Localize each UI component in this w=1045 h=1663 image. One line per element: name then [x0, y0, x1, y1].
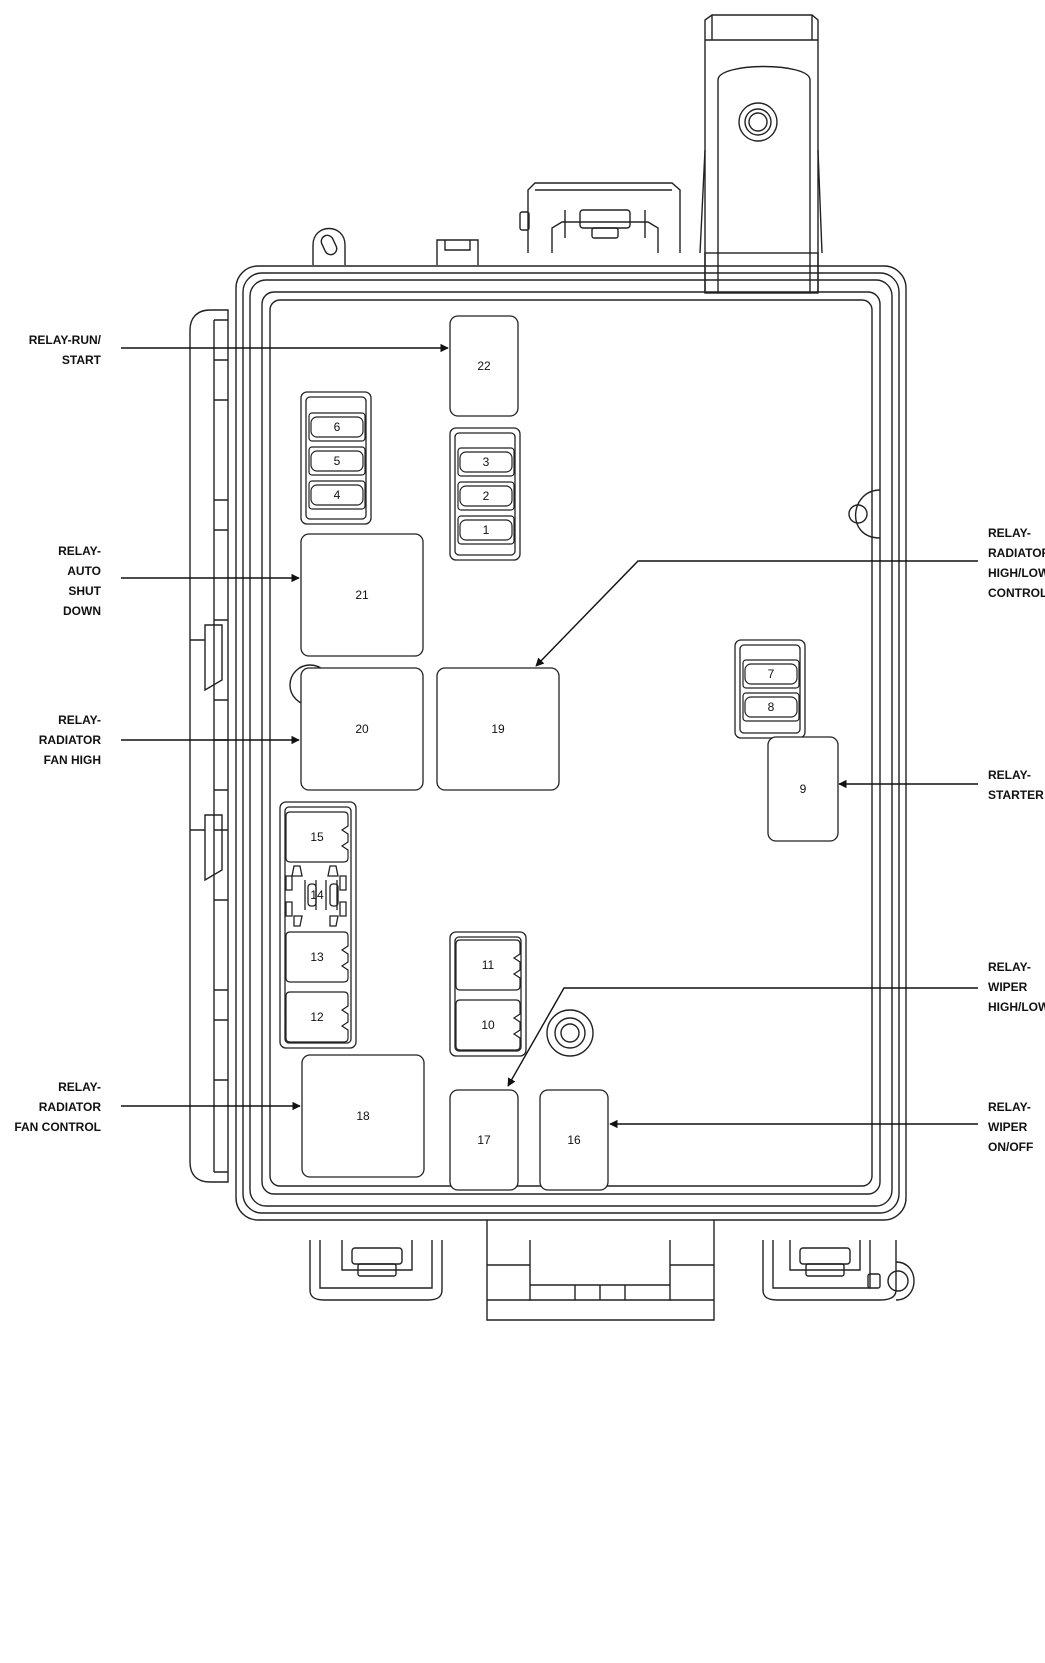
fuse-6: 6: [308, 412, 366, 442]
fuse-label: 2: [483, 489, 490, 503]
callout-line: RELAY-: [988, 1100, 1031, 1114]
fuse-5: 5: [308, 446, 366, 476]
fuse-label: 6: [334, 420, 341, 434]
relay-label: 17: [477, 1133, 491, 1147]
relay-18: 18: [301, 1054, 425, 1178]
callout-line: RADIATOR: [38, 733, 101, 747]
fuse-label: 4: [334, 488, 341, 502]
callout-line: HIGH/LOW: [988, 1000, 1045, 1014]
fuse-10: 10: [455, 999, 521, 1051]
fuse-label: 14: [310, 888, 324, 902]
fuse-4: 4: [308, 480, 366, 510]
fuse-13: 13: [285, 931, 349, 983]
callout-line: START: [61, 353, 101, 367]
mount-bolt-center: [546, 1009, 594, 1057]
housing-inner: [261, 291, 881, 1195]
mount-bolt-top: [738, 102, 778, 142]
relay-label: 21: [355, 588, 369, 602]
relay-9: 9: [767, 736, 839, 842]
relay-label: 22: [477, 359, 491, 373]
fuse-14: 14: [310, 888, 324, 902]
callout-relay-17: RELAY- WIPER HIGH/LOW: [988, 957, 1045, 1017]
relay-label: 16: [567, 1133, 581, 1147]
callout-line: RADIATOR: [988, 546, 1045, 560]
relay-21: 21: [300, 533, 424, 657]
top-strap: [704, 14, 819, 292]
callout-line: RELAY-: [988, 526, 1031, 540]
housing-outer: [235, 265, 907, 1221]
callout-line: CONTROL: [988, 586, 1045, 600]
fuse-label: 11: [482, 958, 495, 972]
fuse-label: 5: [334, 454, 341, 468]
fuse-label: 12: [310, 1010, 324, 1024]
fuse-label: 10: [481, 1018, 495, 1032]
fuse-label: 3: [483, 455, 490, 469]
leader-relay-19: [535, 560, 978, 667]
bottom-connector: [486, 1220, 715, 1321]
callout-line: RELAY-: [58, 713, 101, 727]
callout-line: STARTER: [988, 788, 1044, 802]
relay-20: 20: [300, 667, 424, 791]
bottom-tab-right: [762, 1240, 897, 1301]
callout-line: ON/OFF: [988, 1140, 1034, 1154]
callout-line: DOWN: [63, 604, 101, 618]
callout-line: WIPER: [988, 1120, 1028, 1134]
fuse-8: 8: [742, 692, 800, 722]
fuse-label: 1: [483, 523, 490, 537]
callout-line: FAN CONTROL: [14, 1120, 101, 1134]
fuse-1: 1: [457, 515, 515, 545]
fuse-12: 12: [285, 991, 349, 1043]
fuse-3: 3: [457, 447, 515, 477]
callout-line: HIGH/LOW: [988, 566, 1045, 580]
callout-line: AUTO: [67, 564, 101, 578]
mount-hole-right: [848, 504, 868, 524]
relay-label: 18: [356, 1109, 370, 1123]
callout-relay-22: RELAY-RUN/START: [29, 330, 101, 370]
top-connector: [527, 182, 681, 253]
callout-line: RELAY-: [988, 960, 1031, 974]
relay-label: 9: [800, 782, 807, 796]
callout-line: RELAY-: [58, 1080, 101, 1094]
relay-22: 22: [449, 315, 519, 417]
callout-leaders: [121, 343, 978, 1129]
callout-relay-16: RELAY- WIPER ON/OFF: [988, 1097, 1033, 1157]
fuse-label: 15: [310, 830, 324, 844]
fuse-15: 15: [285, 811, 349, 863]
callout-relay-20: RELAY- RADIATOR FAN HIGH: [39, 710, 101, 770]
bottom-tab-left: [309, 1240, 443, 1301]
callout-line: SHUT: [68, 584, 101, 598]
left-side-rail: [189, 309, 229, 1183]
callout-relay-9: RELAY- STARTER: [988, 765, 1044, 805]
callout-relay-18: RELAY- RADIATOR FAN CONTROL: [14, 1077, 101, 1137]
fuse-11: 11: [455, 939, 521, 991]
fuse-label: 7: [768, 667, 775, 681]
callout-line: RELAY-: [988, 768, 1031, 782]
fuse-7: 7: [742, 659, 800, 689]
callout-line: RADIATOR: [38, 1100, 101, 1114]
callout-relay-19: RELAY- RADIATOR HIGH/LOW CONTROL: [988, 523, 1045, 603]
fuse-label: 8: [768, 700, 775, 714]
fuse-cluster-frames: [279, 391, 806, 1057]
fuse-2: 2: [457, 481, 515, 511]
callout-line: RELAY-RUN/: [28, 333, 101, 347]
callout-relay-21: RELAY- AUTO SHUT DOWN: [58, 541, 101, 621]
relay-label: 20: [355, 722, 369, 736]
relay-17: 17: [449, 1089, 519, 1191]
leader-relay-17: [507, 987, 978, 1087]
callout-line: FAN HIGH: [43, 753, 101, 767]
fuse-label: 13: [310, 950, 324, 964]
relay-16: 16: [539, 1089, 609, 1191]
relay-label: 19: [491, 722, 505, 736]
relay-19: 19: [436, 667, 560, 791]
callout-line: RELAY-: [58, 544, 101, 558]
callout-line: WIPER: [988, 980, 1028, 994]
